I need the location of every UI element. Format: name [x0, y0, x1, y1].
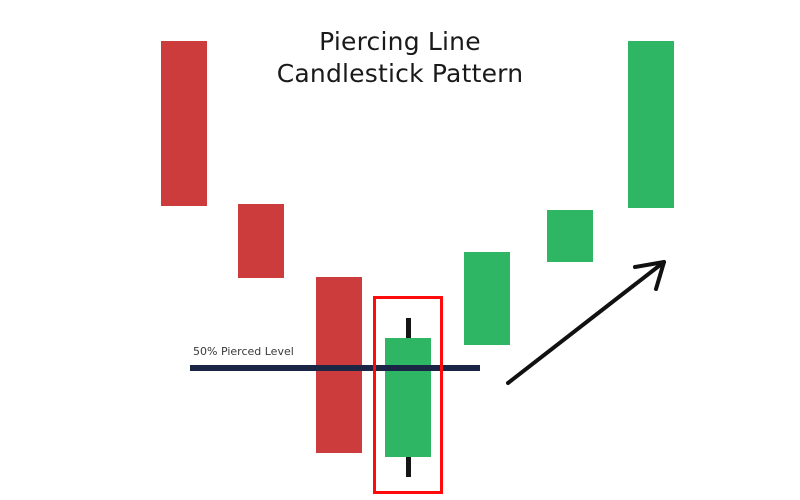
- candle-body: [385, 338, 431, 457]
- candle-body: [628, 41, 674, 208]
- candle-body: [547, 210, 593, 262]
- chart-title: Piercing Line Candlestick Pattern: [276, 27, 524, 88]
- pierced-level-label: 50% Pierced Level: [193, 345, 294, 358]
- candle-body: [464, 252, 510, 345]
- candle-body: [161, 41, 207, 206]
- arrow-shaft: [506, 260, 666, 385]
- piercing-candle: [385, 318, 431, 477]
- candle-upper-wick: [405, 318, 411, 338]
- arrow-head-icon: [633, 260, 666, 291]
- piercing-pattern-highlight-box: [373, 296, 443, 494]
- bullish-candle-7: [628, 41, 674, 208]
- candle-lower-wick: [405, 457, 411, 477]
- bearish-candle-2: [238, 204, 284, 278]
- bearish-candle-1: [161, 41, 207, 206]
- bullish-candle-5: [464, 252, 510, 345]
- bullish-candle-6: [547, 210, 593, 262]
- candle-body: [238, 204, 284, 278]
- pierced-level-line: [190, 365, 480, 371]
